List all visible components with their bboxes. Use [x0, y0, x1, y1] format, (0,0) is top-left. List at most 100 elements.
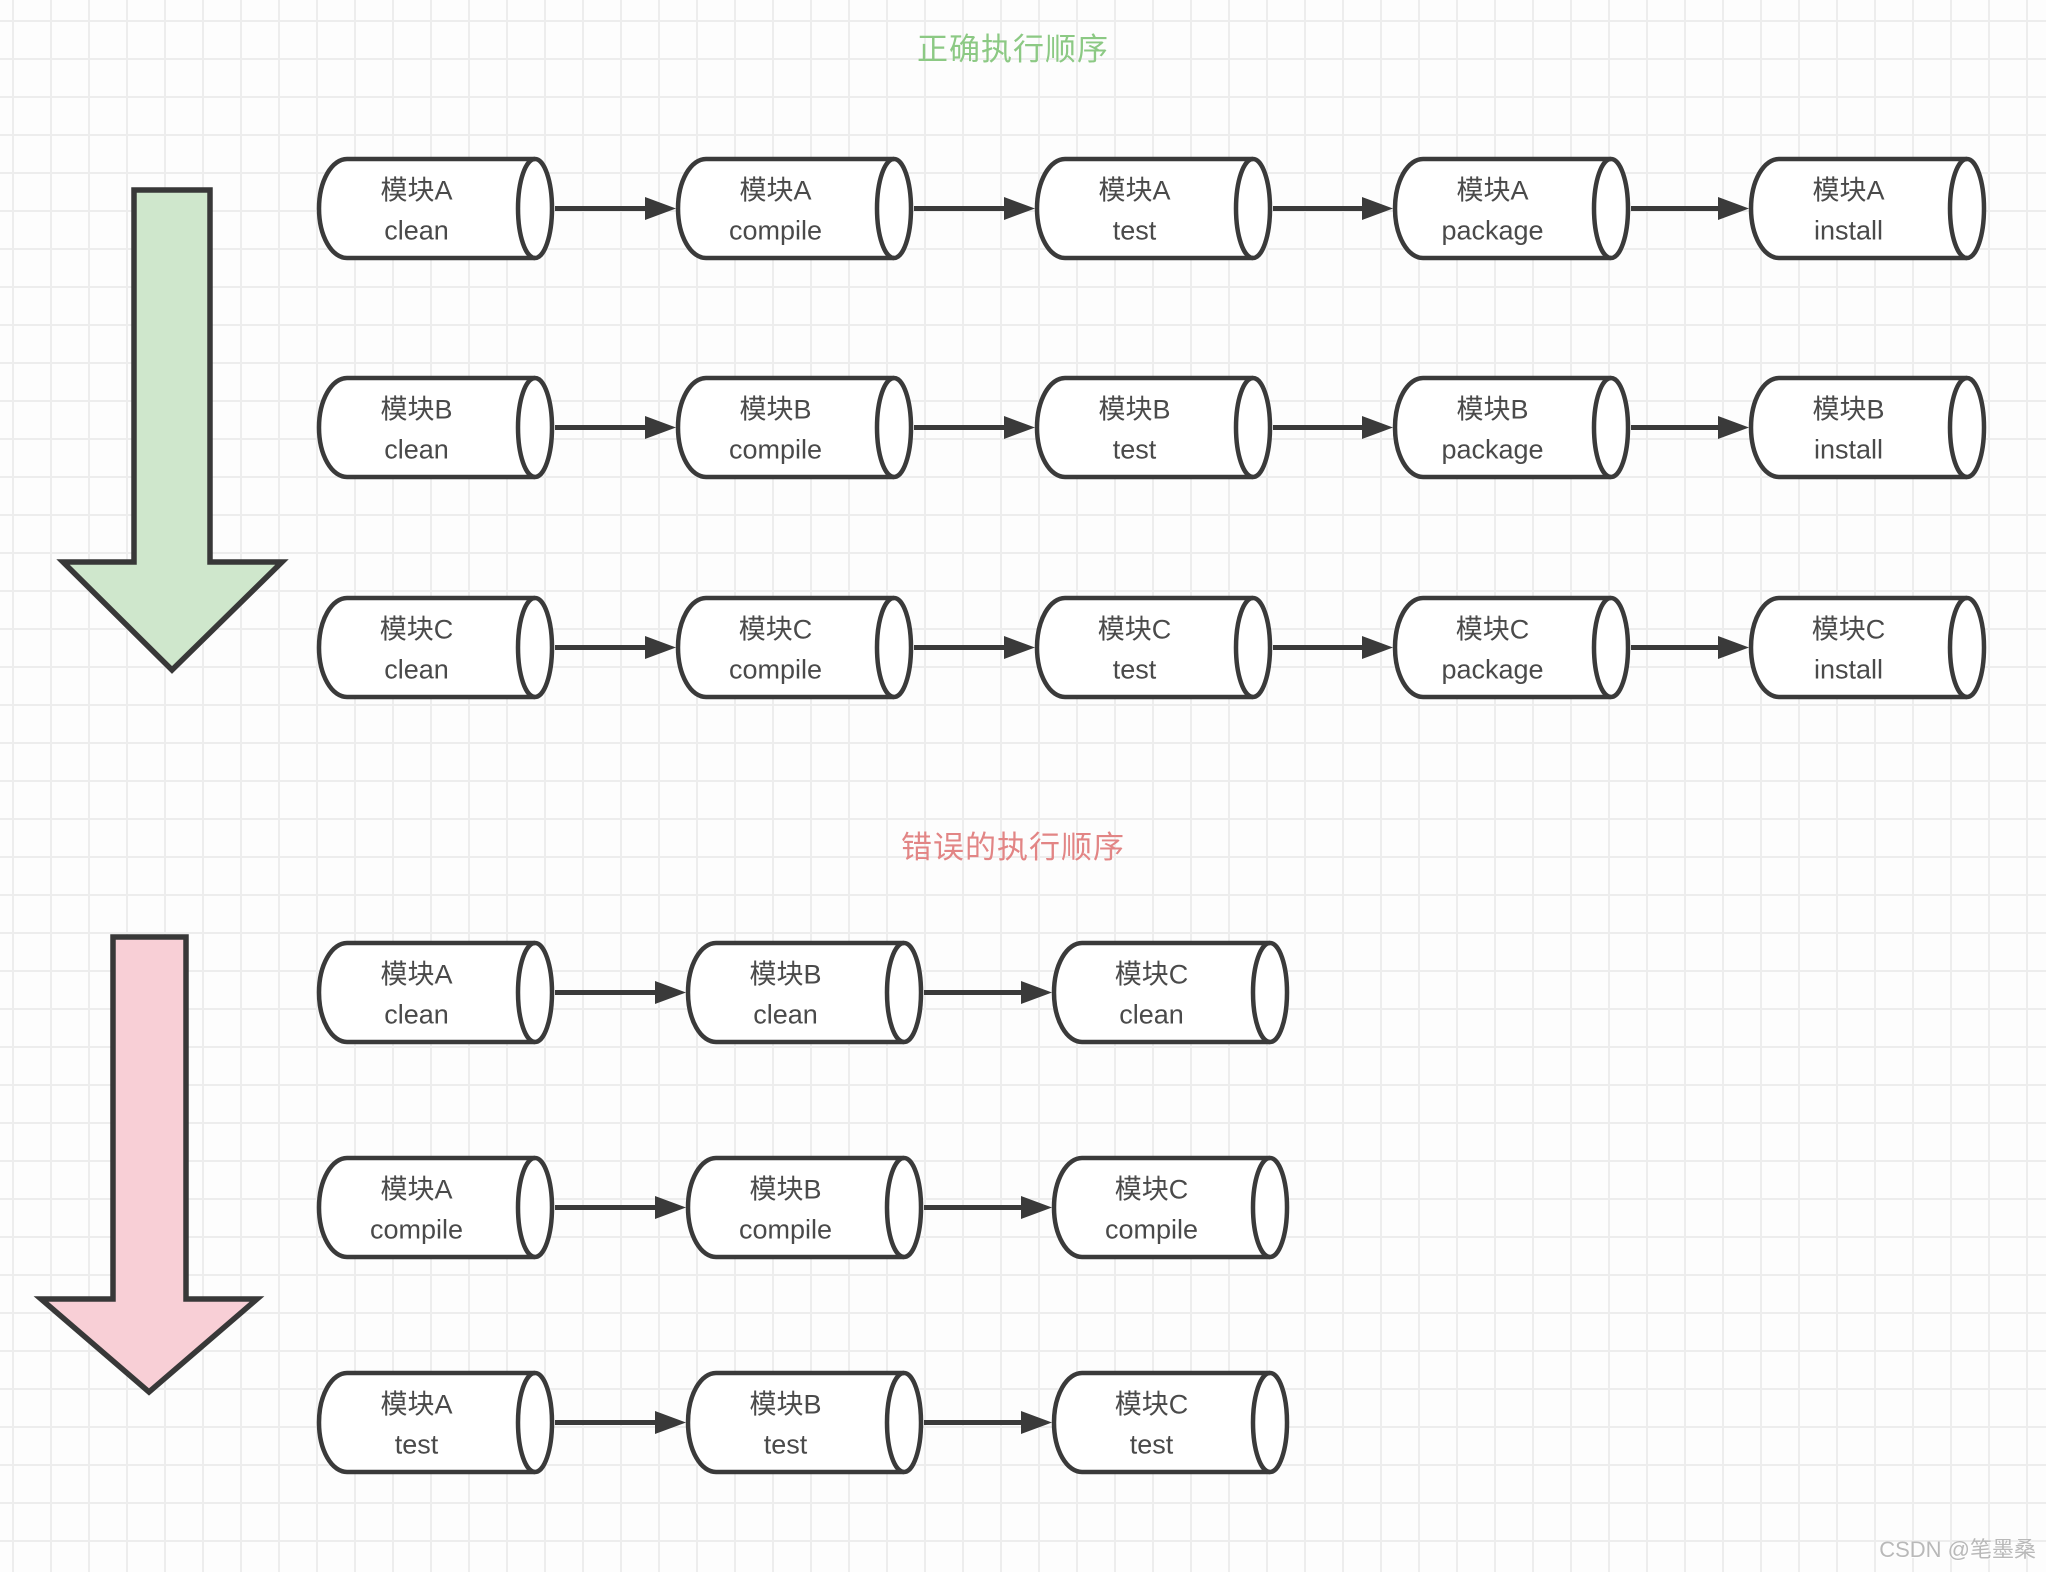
node-phase-label: compile: [729, 655, 822, 685]
node-module-label: 模块C: [1812, 615, 1886, 645]
cylinder-cap-line: [1591, 375, 1612, 480]
node-phase-label: clean: [384, 435, 449, 465]
flow-arrowhead: [1004, 197, 1035, 220]
node-phase-label: test: [395, 1430, 439, 1460]
pipeline-node: 模块A package: [1392, 156, 1631, 261]
node-module-label: 模块A: [1456, 176, 1528, 206]
sequence-arrow-green: [56, 187, 289, 674]
node-module-label: 模块B: [1812, 395, 1884, 425]
pipeline-node: 模块C compile: [675, 595, 914, 700]
node-module-label: 模块A: [1812, 176, 1884, 206]
node-phase-label: test: [1113, 655, 1157, 685]
flow-arrowhead: [1021, 1196, 1052, 1219]
csdn-watermark: CSDN @笔墨桑: [1879, 1537, 2036, 1562]
node-phase-label: clean: [384, 216, 449, 246]
cylinder-cap-line: [874, 375, 895, 480]
cylinder-cap-line: [1233, 156, 1254, 261]
node-module-label: 模块C: [380, 615, 454, 645]
node-phase-label: clean: [384, 655, 449, 685]
node-phase-label: package: [1441, 655, 1543, 685]
flow-arrowhead: [1718, 197, 1749, 220]
node-phase-label: package: [1441, 216, 1543, 246]
node-phase-label: compile: [739, 1215, 832, 1245]
cylinder-cap-line: [884, 1370, 905, 1475]
node-module-label: 模块C: [1115, 960, 1189, 990]
node-module-label: 模块A: [1098, 176, 1170, 206]
node-phase-label: compile: [729, 216, 822, 246]
flow-arrowhead: [1718, 636, 1749, 659]
node-module-label: 模块B: [749, 960, 821, 990]
pipeline-node: 模块A compile: [316, 1155, 555, 1260]
node-module-label: 模块C: [1115, 1390, 1189, 1420]
flow-arrowhead: [655, 981, 686, 1004]
cylinder-cap-line: [515, 375, 536, 480]
node-module-label: 模块C: [1115, 1175, 1189, 1205]
flow-arrowhead: [1004, 416, 1035, 439]
cylinder-cap-line: [1233, 595, 1254, 700]
cylinder-cap-line: [1947, 595, 1968, 700]
node-phase-label: install: [1814, 655, 1883, 685]
node-module-label: 模块A: [380, 960, 452, 990]
cylinder-cap-line: [1250, 1370, 1271, 1475]
cylinder-cap-line: [515, 1155, 536, 1260]
cylinder-cap-line: [1250, 940, 1271, 1045]
cylinder-cap-line: [1591, 595, 1612, 700]
node-phase-label: test: [764, 1430, 808, 1460]
wrong-order-title: 错误的执行顺序: [901, 830, 1125, 865]
node-phase-label: package: [1441, 435, 1543, 465]
flow-arrowhead: [655, 1411, 686, 1434]
flow-arrowhead: [1362, 636, 1393, 659]
node-module-label: 模块A: [739, 176, 811, 206]
node-phase-label: compile: [370, 1215, 463, 1245]
node-phase-label: test: [1113, 435, 1157, 465]
pipeline-node: 模块B test: [1034, 375, 1273, 480]
cylinder-cap-line: [1250, 1155, 1271, 1260]
node-phase-label: compile: [729, 435, 822, 465]
flow-arrowhead: [645, 416, 676, 439]
node-phase-label: compile: [1105, 1215, 1198, 1245]
pipeline-node: 模块B compile: [685, 1155, 924, 1260]
correct-order-title: 正确执行顺序: [917, 32, 1109, 67]
pipeline-node: 模块C compile: [1051, 1155, 1290, 1260]
cylinder-cap-line: [1947, 375, 1968, 480]
cylinder-cap-line: [1947, 156, 1968, 261]
cylinder-cap-line: [884, 1155, 905, 1260]
flow-arrowhead: [1362, 416, 1393, 439]
node-module-label: 模块B: [1098, 395, 1170, 425]
node-module-label: 模块B: [749, 1390, 821, 1420]
flow-arrowhead: [655, 1196, 686, 1219]
node-module-label: 模块B: [749, 1175, 821, 1205]
pipeline-node: 模块A install: [1748, 156, 1987, 261]
node-module-label: 模块C: [739, 615, 813, 645]
cylinder-cap-line: [515, 1370, 536, 1475]
pipeline-node: 模块B compile: [675, 375, 914, 480]
pipeline-node: 模块C test: [1051, 1370, 1290, 1475]
flow-arrowhead: [645, 636, 676, 659]
pipeline-node: 模块C clean: [316, 595, 555, 700]
flow-arrowhead: [1021, 981, 1052, 1004]
node-phase-label: clean: [1119, 1000, 1184, 1030]
node-phase-label: test: [1130, 1430, 1174, 1460]
node-module-label: 模块C: [1098, 615, 1172, 645]
node-module-label: 模块B: [739, 395, 811, 425]
sequence-arrow-red: [33, 934, 265, 1396]
node-module-label: 模块A: [380, 1175, 452, 1205]
pipeline-node: 模块C install: [1748, 595, 1987, 700]
cylinder-cap-line: [515, 940, 536, 1045]
cylinder-cap-line: [1233, 375, 1254, 480]
flow-arrowhead: [645, 197, 676, 220]
cylinder-cap-line: [515, 156, 536, 261]
pipeline-node: 模块A compile: [675, 156, 914, 261]
flow-arrowhead: [1004, 636, 1035, 659]
node-phase-label: install: [1814, 216, 1883, 246]
node-module-label: 模块B: [1456, 395, 1528, 425]
flow-arrowhead: [1362, 197, 1393, 220]
